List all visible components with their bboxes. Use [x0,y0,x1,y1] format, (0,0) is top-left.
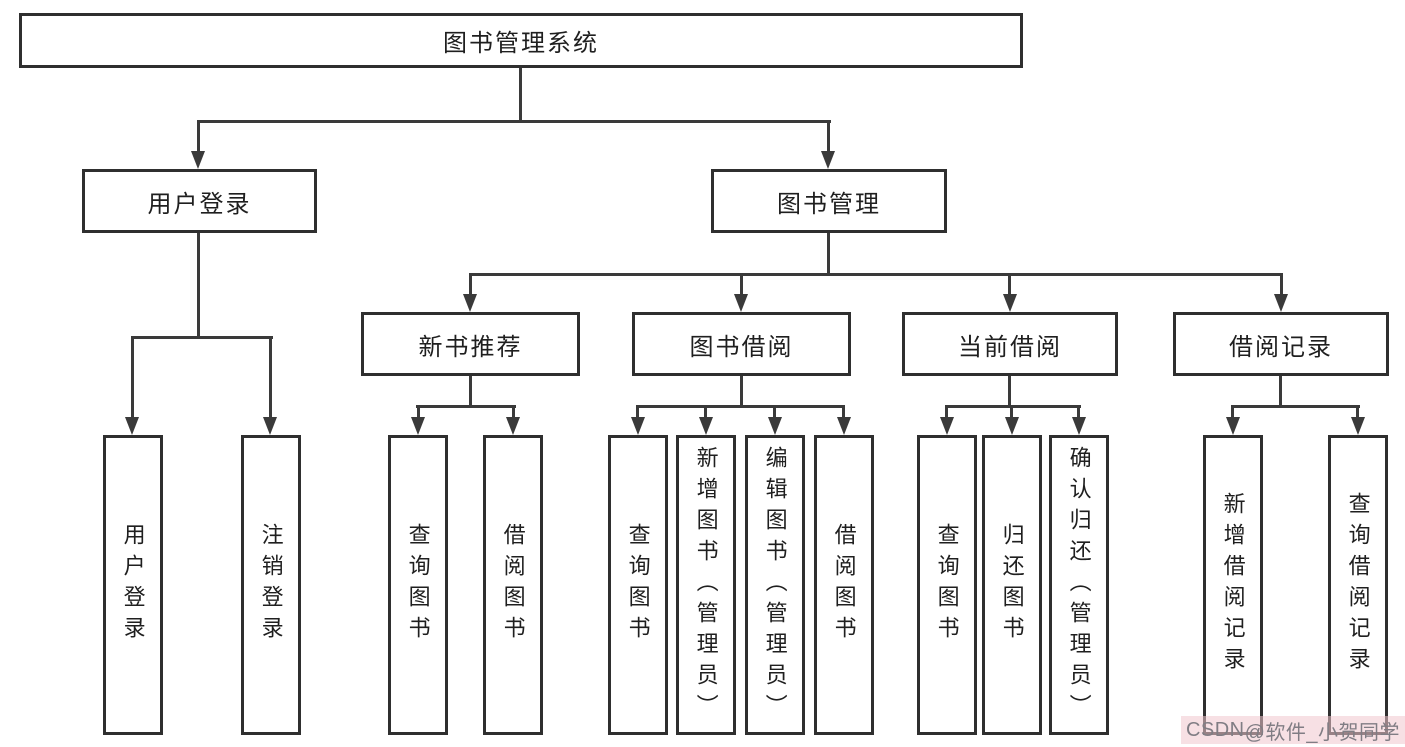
leaf-add-books-admin: 新增图书（管理员） [676,435,736,735]
connector-vline [1279,376,1282,408]
connector-vline [740,273,743,296]
connector-vline [417,405,420,419]
arrow-down-icon [1003,294,1017,312]
connector-vline [842,405,845,419]
node-label: 查询图书 [625,523,651,647]
node-new-book-recommend: 新书推荐 [361,312,580,376]
watermark-brand: CSDN [1185,718,1245,741]
node-book-borrow: 图书借阅 [632,312,851,376]
connector-hline [131,336,273,339]
arrow-down-icon [1274,294,1288,312]
node-current-borrow: 当前借阅 [902,312,1118,376]
leaf-user-login: 用户登录 [103,435,163,735]
watermark-separator: @软件_ [1244,721,1319,744]
node-label: 新增借阅记录 [1220,492,1246,678]
connector-vline [945,405,948,419]
node-book-management: 图书管理 [711,169,947,233]
leaf-query-books-3: 查询图书 [917,435,977,735]
arrow-down-icon [821,151,835,169]
connector-vline [469,376,472,408]
node-label: 图书管理 [777,190,881,218]
connector-vline [704,405,707,419]
arrow-down-icon [263,417,277,435]
watermark-author: 小贺同学 [1318,721,1401,744]
node-label: 借阅记录 [1229,333,1333,361]
connector-vline [1010,405,1013,419]
node-label: 注销登录 [258,523,284,647]
arrow-down-icon [1351,417,1365,435]
arrow-down-icon [734,294,748,312]
arrow-down-icon [191,151,205,169]
connector-vline [1008,273,1011,296]
connector-hline [197,120,831,123]
connector-vline [469,273,472,296]
node-label: 新增图书（管理员） [693,445,719,725]
connector-hline [469,273,1282,276]
arrow-down-icon [837,417,851,435]
watermark: CSDN @软件_小贺同学 [1181,716,1405,744]
node-label: 当前借阅 [958,333,1062,361]
connector-vline [636,405,639,419]
node-label: 编辑图书（管理员） [762,445,788,725]
node-label: 查询图书 [405,523,431,647]
leaf-borrow-books-1: 借阅图书 [483,435,543,735]
node-borrow-records: 借阅记录 [1173,312,1389,376]
connector-vline [197,120,200,153]
node-label: 归还图书 [999,523,1025,647]
connector-vline [1280,273,1283,296]
node-label: 确认归还（管理员） [1066,445,1092,725]
connector-vline [740,376,743,408]
node-label: 用户登录 [147,190,252,218]
connector-vline [773,405,776,419]
leaf-query-borrow-record: 查询借阅记录 [1328,435,1388,735]
node-label: 查询图书 [934,523,960,647]
node-label: 图书借阅 [689,333,794,361]
connector-vline [1356,405,1359,419]
arrow-down-icon [125,417,139,435]
node-user-login: 用户登录 [82,169,317,233]
node-label: 借阅图书 [500,523,526,647]
connector-vline [1231,405,1234,419]
arrow-down-icon [463,294,477,312]
connector-hline [636,405,845,408]
connector-vline [197,233,200,339]
node-label: 用户登录 [120,523,146,647]
leaf-edit-books-admin: 编辑图书（管理员） [745,435,805,735]
node-label: 新书推荐 [418,333,523,361]
connector-hline [945,405,1081,408]
leaf-confirm-return-admin: 确认归还（管理员） [1049,435,1109,735]
leaf-add-borrow-record: 新增借阅记录 [1203,435,1263,735]
leaf-logout: 注销登录 [241,435,301,735]
node-label: 查询借阅记录 [1345,492,1371,678]
arrow-down-icon [1072,417,1086,435]
connector-vline [827,233,830,276]
connector-vline [131,336,134,417]
node-label: 图书管理系统 [443,30,599,57]
node-label: 借阅图书 [831,523,857,647]
arrow-down-icon [631,417,645,435]
leaf-query-books-2: 查询图书 [608,435,668,735]
connector-vline [1077,405,1080,419]
arrow-down-icon [1226,417,1240,435]
arrow-down-icon [699,417,713,435]
connector-vline [827,120,830,153]
leaf-borrow-books-2: 借阅图书 [814,435,874,735]
arrow-down-icon [768,417,782,435]
arrow-down-icon [1005,417,1019,435]
arrow-down-icon [940,417,954,435]
connector-vline [519,68,522,122]
arrow-down-icon [506,417,520,435]
leaf-return-books: 归还图书 [982,435,1042,735]
connector-vline [269,336,272,417]
node-root-library-system: 图书管理系统 [19,13,1023,68]
connector-vline [1008,376,1011,408]
arrow-down-icon [411,417,425,435]
connector-vline [512,405,515,419]
connector-hline [416,405,516,408]
connector-hline [1231,405,1360,408]
leaf-query-books-1: 查询图书 [388,435,448,735]
